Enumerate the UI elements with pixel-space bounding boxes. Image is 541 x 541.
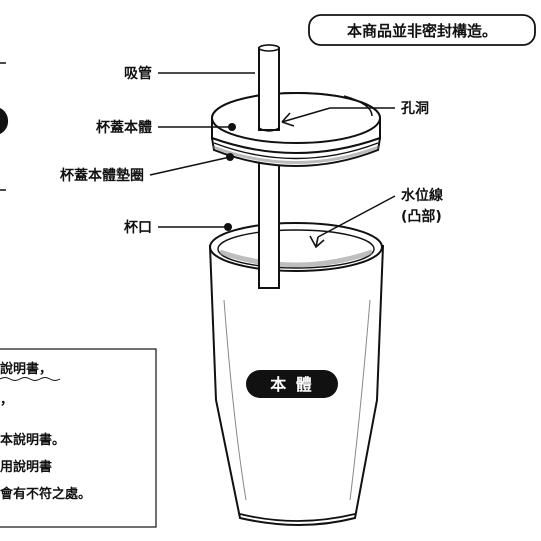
label-straw: 吸管 bbox=[124, 65, 152, 82]
side-note-frame bbox=[0, 348, 157, 528]
side-note: 說明書， ， 本說明書。 用說明書 會有不符之處。 bbox=[0, 348, 157, 528]
edge-fragment-badge bbox=[0, 108, 9, 134]
side-note-underline bbox=[0, 377, 61, 381]
arrow-water-line bbox=[309, 235, 325, 249]
leader-dot-gasket bbox=[226, 153, 234, 161]
notice-text: 本商品並非密封構造。 bbox=[347, 22, 497, 40]
arrow-hole bbox=[281, 107, 331, 127]
body-badge-text: 本 體 bbox=[270, 375, 314, 394]
label-cup-mouth: 杯口 bbox=[124, 219, 152, 236]
leader-lid-gasket bbox=[149, 156, 231, 176]
leader-dot-mouth bbox=[224, 223, 232, 231]
label-hole: 孔洞 bbox=[401, 101, 429, 117]
cup-inner-rim bbox=[217, 229, 375, 269]
cup-highlight bbox=[349, 299, 371, 501]
lid-gasket-line bbox=[213, 142, 379, 160]
notice-pill: 本商品並非密封構造。 bbox=[308, 14, 536, 46]
side-note-line-4: 用說明書 bbox=[0, 459, 52, 475]
straw-cap bbox=[258, 44, 280, 52]
straw-upper bbox=[258, 47, 280, 131]
leader-water-line bbox=[317, 195, 396, 238]
lid-gasket-shade bbox=[212, 145, 380, 164]
notice-pill-frame bbox=[308, 14, 536, 46]
water-line-ridge bbox=[219, 249, 373, 268]
body-badge-shape bbox=[246, 370, 338, 398]
lid bbox=[211, 44, 381, 167]
label-water-line-note: (凸部) bbox=[401, 208, 442, 225]
side-note-line-3: 本說明書。 bbox=[0, 432, 65, 448]
side-note-line-1: 說明書， bbox=[0, 361, 52, 377]
lid-tab bbox=[343, 95, 373, 117]
cup-highlight bbox=[223, 299, 247, 501]
cup-base-line bbox=[239, 513, 356, 522]
body-badge: 本 體 bbox=[246, 370, 338, 398]
side-note-line-5: 會有不符之處。 bbox=[0, 486, 91, 502]
side-note-line-2: ， bbox=[0, 393, 13, 408]
label-water-line: 水位線 bbox=[401, 187, 443, 204]
leader-dot-lid bbox=[228, 123, 236, 131]
label-lid: 杯蓋本體 bbox=[96, 119, 152, 136]
straw-hole-edge bbox=[258, 127, 280, 132]
leader-lines bbox=[149, 72, 396, 238]
label-lid-gasket: 杯蓋本體墊圈 bbox=[60, 167, 144, 184]
